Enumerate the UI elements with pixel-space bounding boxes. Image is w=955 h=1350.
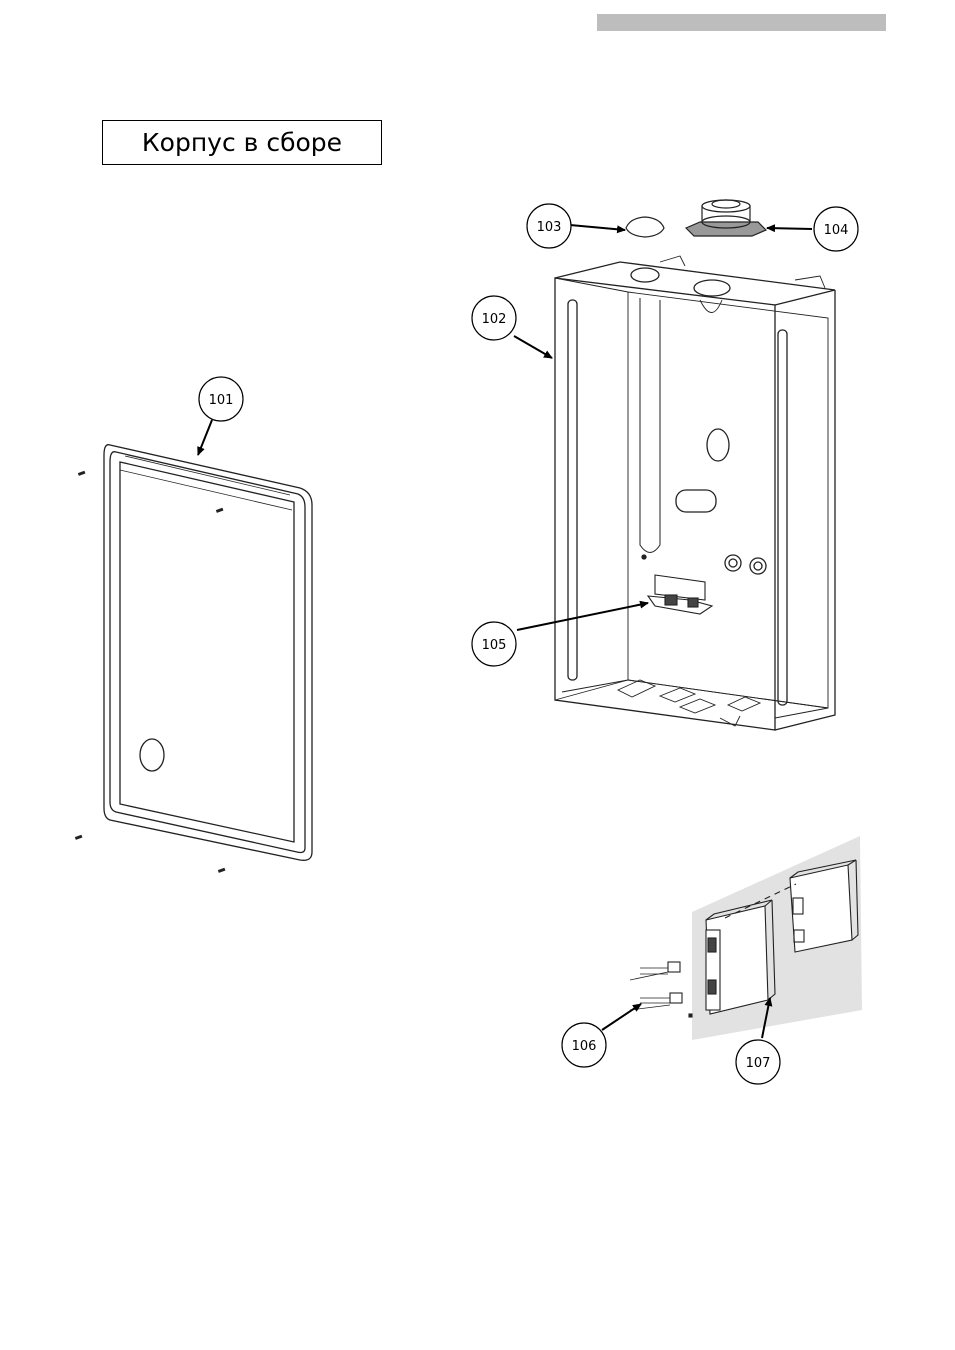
cap-plate bbox=[626, 217, 664, 237]
svg-text:101: 101 bbox=[209, 393, 234, 408]
svg-text:107: 107 bbox=[746, 1056, 771, 1071]
callout-103: 103 bbox=[527, 204, 571, 248]
mounting-bracket bbox=[648, 575, 712, 614]
svg-text:106: 106 bbox=[572, 1039, 597, 1054]
callout-107: 107 bbox=[736, 1040, 780, 1084]
control-module bbox=[630, 836, 862, 1040]
callout-106: 106 bbox=[562, 1023, 606, 1067]
screws bbox=[75, 471, 226, 873]
callout-104: 104 bbox=[814, 207, 858, 251]
svg-text:105: 105 bbox=[482, 638, 507, 653]
svg-text:102: 102 bbox=[482, 312, 507, 327]
svg-text:104: 104 bbox=[824, 223, 849, 238]
callout-101: 101 bbox=[199, 377, 243, 421]
housing-frame bbox=[555, 256, 835, 730]
svg-text:103: 103 bbox=[537, 220, 562, 235]
front-cover-panel bbox=[104, 445, 312, 861]
callout-102: 102 bbox=[472, 296, 516, 340]
callout-105: 105 bbox=[472, 622, 516, 666]
flue-adaptor bbox=[686, 200, 766, 236]
